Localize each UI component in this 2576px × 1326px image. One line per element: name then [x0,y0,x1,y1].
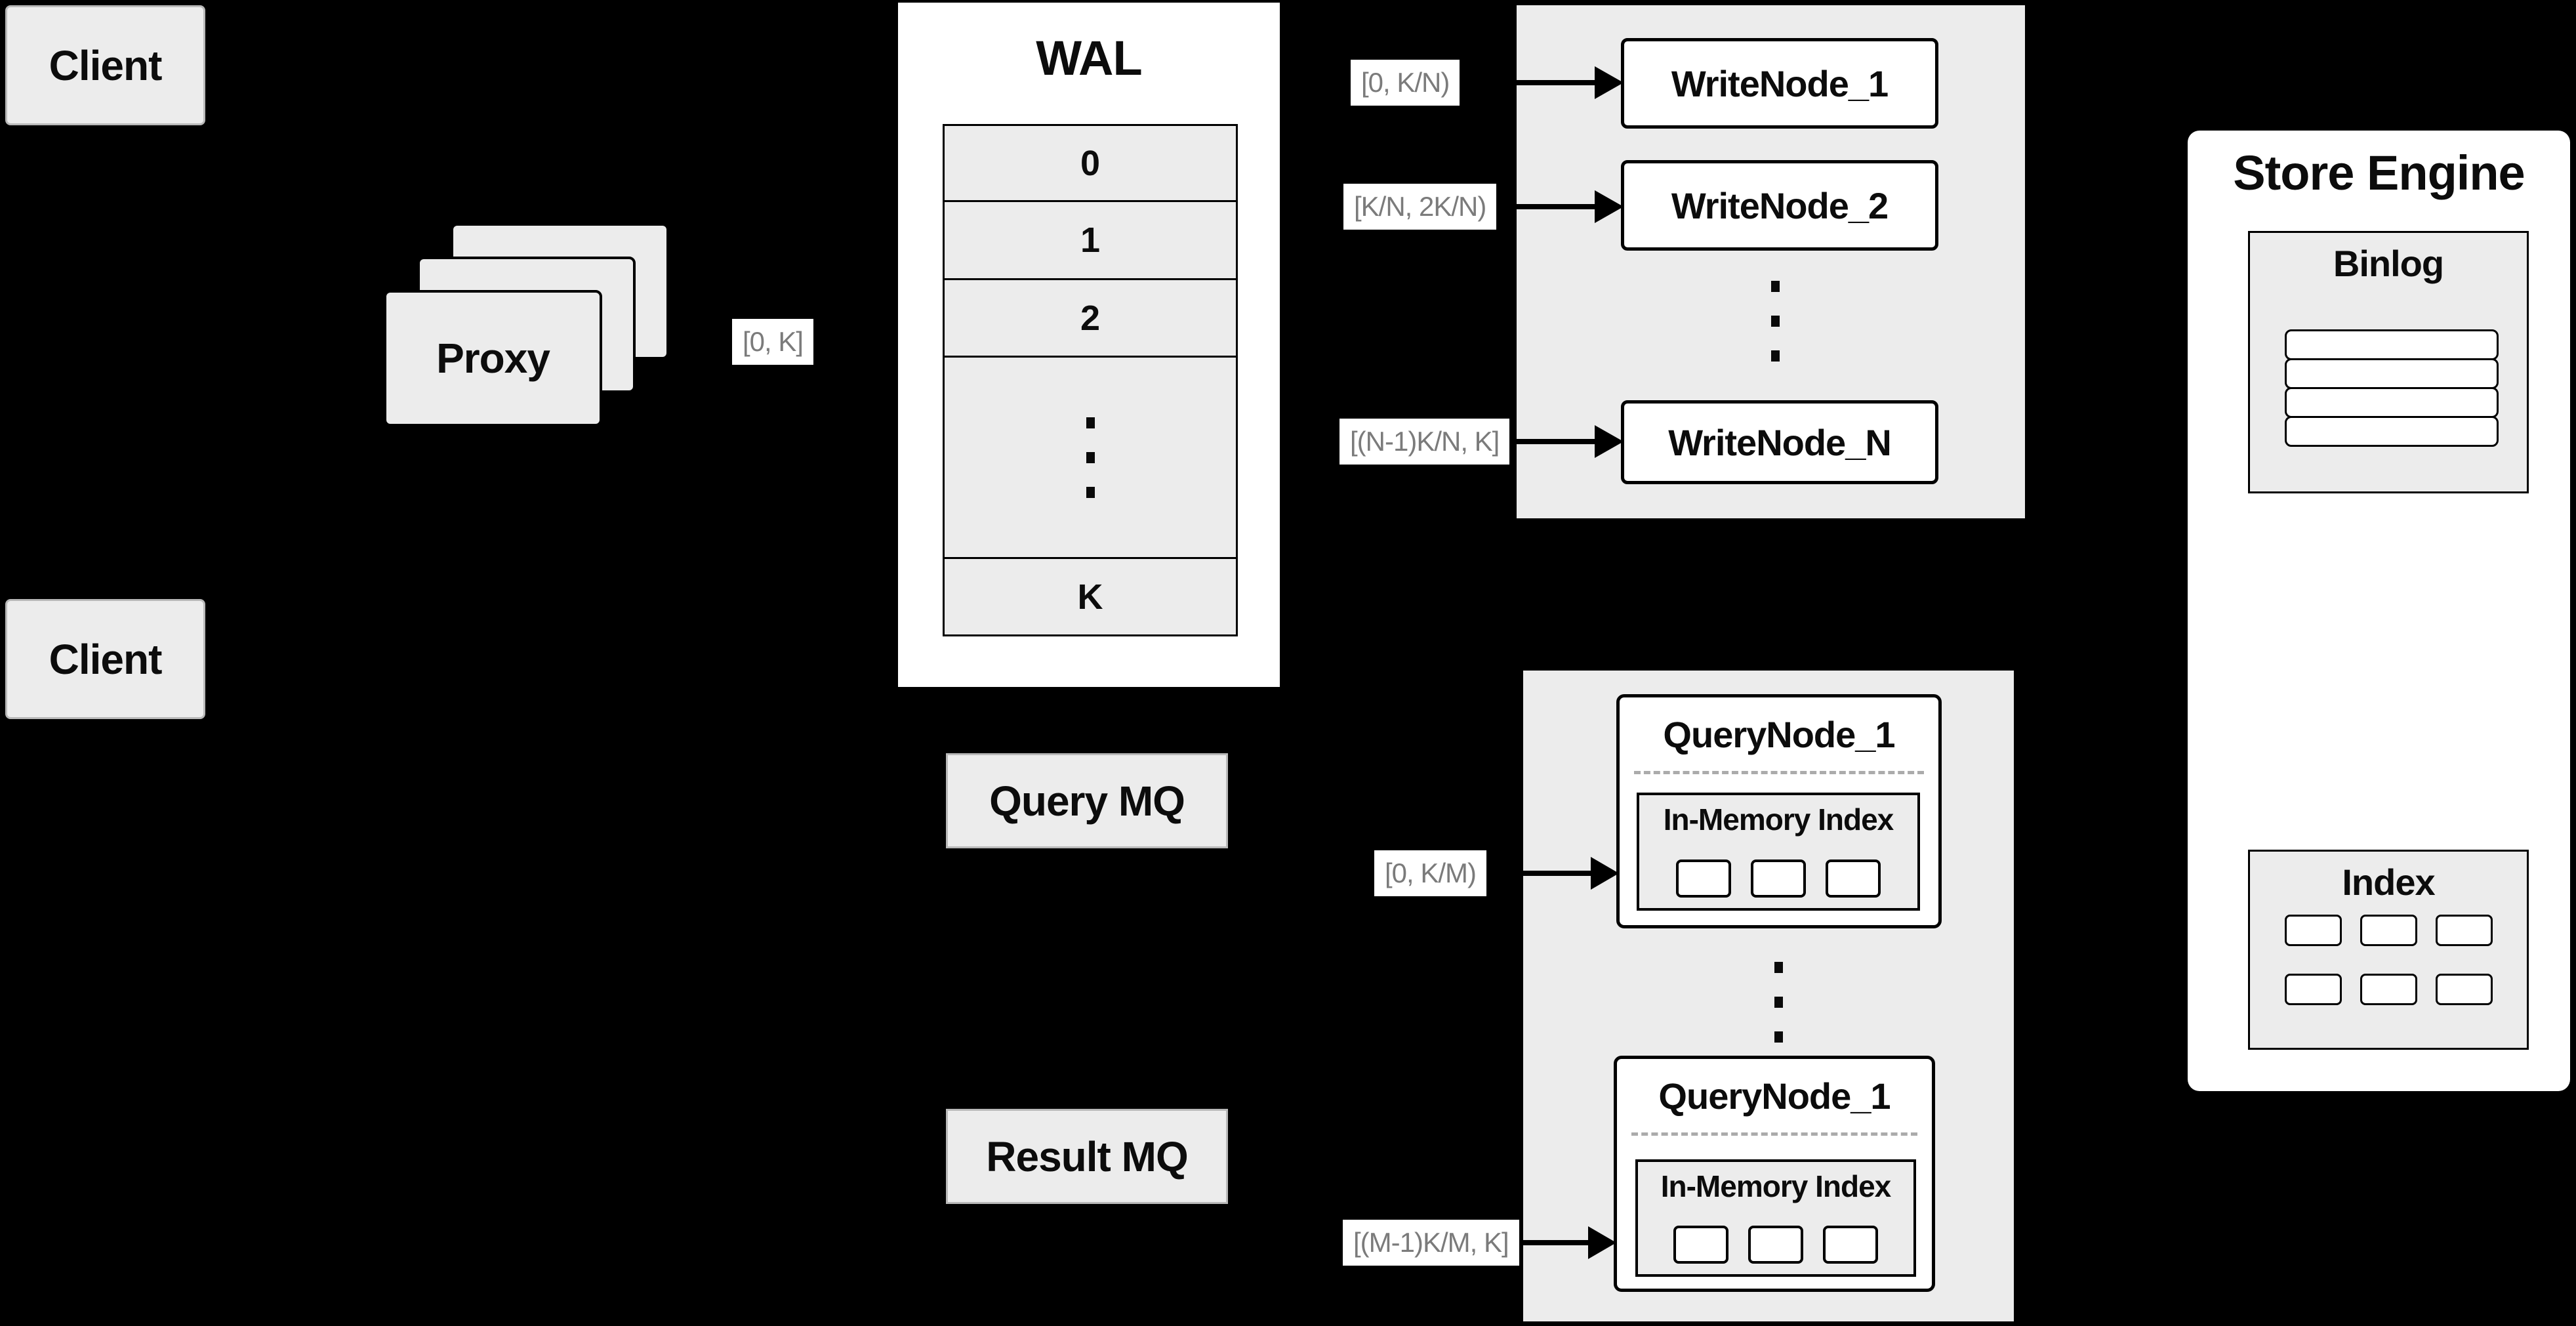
vertical-ellipsis-icon [1771,281,1780,362]
range-label-query-1: [0, K/M) [1374,850,1487,896]
in-memory-index-bottom-label: In-Memory Index [1660,1169,1892,1203]
segment-square [1751,860,1806,898]
segment-square [1748,1226,1803,1264]
result-mq-node: Result MQ [946,1109,1228,1204]
wal-segment-table: 0 1 2 K [943,124,1238,636]
query-node-bottom-title: QueryNode_1 [1658,1075,1891,1117]
write-node-2: WriteNode_2 [1621,160,1938,251]
write-node-2-label: WriteNode_2 [1671,184,1889,226]
wal-row-0: 0 [945,126,1236,200]
proxy-label: Proxy [436,335,550,382]
range-label-write-n: [(N-1)K/N, K] [1339,419,1510,465]
index-square [2435,974,2493,1005]
wal-row-1-label: 1 [1080,220,1101,260]
segment-squares [1638,1226,1913,1264]
client-bottom-node: Client [5,599,205,719]
wal-row-1: 1 [945,200,1236,278]
index-square [2435,915,2493,946]
query-mq-label: Query MQ [989,777,1185,825]
query-node-top: QueryNode_1 In-Memory Index [1616,694,1942,928]
query-node-top-title: QueryNode_1 [1663,713,1895,755]
query-mq-node: Query MQ [946,753,1228,848]
store-engine-title: Store Engine [2233,146,2525,200]
client-bottom-label: Client [49,635,163,683]
write-node-n: WriteNode_N [1621,400,1938,484]
range-label-write-2: [K/N, 2K/N) [1343,184,1497,230]
store-index-box: Index [2248,850,2529,1050]
wal-row-2: 2 [945,278,1236,356]
range-label-write-1: [0, K/N) [1351,60,1460,106]
segment-squares [1639,860,1917,898]
store-index-grid [2250,915,2527,1033]
write-node-1: WriteNode_1 [1621,38,1938,129]
store-index-label: Index [2342,861,2435,903]
index-square [2284,915,2342,946]
result-mq-label: Result MQ [986,1132,1188,1180]
in-memory-index-top-label: In-Memory Index [1663,802,1894,837]
client-top-node: Client [5,5,205,125]
wal-row-ellipsis [945,356,1236,557]
segment-square [1826,860,1881,898]
range-label-query-m: [(M-1)K/M, K] [1343,1220,1519,1266]
segment-square [1673,1226,1728,1264]
wal-title: WAL [1036,31,1142,85]
index-square [2360,974,2417,1005]
binlog-rows [2285,329,2499,447]
binlog-row [2285,358,2499,389]
binlog-row [2285,329,2499,360]
vertical-ellipsis-icon [1086,417,1095,498]
proxy-node: Proxy [384,290,602,426]
segment-square [1823,1226,1878,1264]
wal-row-2-label: 2 [1080,298,1101,338]
index-square [2284,974,2342,1005]
binlog-row [2285,387,2499,418]
proxy-stack: Proxy [384,223,672,428]
wal-row-k-label: K [1077,577,1103,617]
query-node-bottom: QueryNode_1 In-Memory Index [1614,1056,1935,1292]
in-memory-index-top: In-Memory Index [1637,793,1920,911]
vertical-ellipsis-icon [1774,962,1783,1043]
client-top-label: Client [49,41,163,89]
index-square [2360,915,2417,946]
dashed-divider [1631,1132,1917,1136]
range-label-proxy-to-wal: [0, K] [732,319,814,365]
write-node-1-label: WriteNode_1 [1671,62,1889,104]
dashed-divider [1634,771,1924,774]
wal-row-0-label: 0 [1080,143,1101,183]
wal-row-k: K [945,557,1236,634]
write-node-n-label: WriteNode_N [1668,421,1892,463]
binlog-box: Binlog [2248,231,2529,493]
store-engine-panel: Store Engine Binlog Index [2188,131,2570,1091]
binlog-label: Binlog [2333,243,2444,284]
segment-square [1676,860,1731,898]
wal-panel: WAL 0 1 2 K [898,3,1280,687]
binlog-row [2285,416,2499,447]
in-memory-index-bottom: In-Memory Index [1635,1159,1916,1277]
